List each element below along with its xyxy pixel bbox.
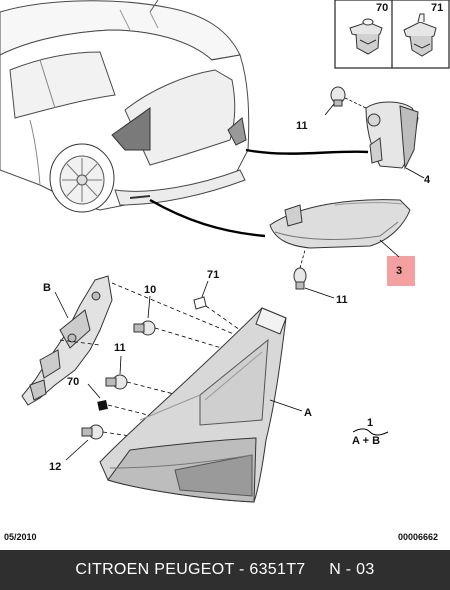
legend-top: 1 xyxy=(367,417,373,429)
label-71: 71 xyxy=(207,269,219,281)
label-12: 12 xyxy=(49,461,61,473)
car-illustration xyxy=(0,0,250,213)
leader-a xyxy=(269,399,303,412)
leader-4 xyxy=(405,167,425,179)
leader-70 xyxy=(87,383,101,399)
doc-number: 00006662 xyxy=(398,532,438,542)
leader-11-upper-dash xyxy=(344,97,367,109)
leader-71 xyxy=(201,280,209,298)
lamp-part-3 xyxy=(269,199,411,249)
leader-car-to-4 xyxy=(245,148,369,155)
label-70: 70 xyxy=(67,376,79,388)
inset-label-70: 70 xyxy=(376,2,388,14)
label-b: B xyxy=(43,282,51,294)
leader-b xyxy=(54,291,69,319)
bulb-10-icon xyxy=(133,320,156,336)
bulb-11-left-icon xyxy=(105,374,128,390)
leader-11-upper xyxy=(324,103,335,116)
leader-3 xyxy=(379,239,400,258)
highlight-3 xyxy=(387,256,415,286)
leader-12 xyxy=(65,439,89,461)
leader-10 xyxy=(147,295,151,319)
label-11-left: 11 xyxy=(114,342,126,354)
lamp-part-4 xyxy=(365,101,419,170)
leader-11-left xyxy=(119,355,122,375)
bulb-11-upper-icon xyxy=(330,86,346,107)
bulb-11-lower-icon xyxy=(293,267,307,290)
clip-71-icon xyxy=(403,13,437,57)
label-3: 3 xyxy=(396,265,402,277)
bulb-12-icon xyxy=(81,424,104,440)
footer-bar: CITROEN PEUGEOT - 6351T7 N - 03 xyxy=(0,550,450,590)
clip-70-icon xyxy=(349,18,383,55)
footer-text: CITROEN PEUGEOT - 6351T7 N - 03 xyxy=(75,561,375,578)
label-a: A xyxy=(304,407,312,419)
inset-label-71: 71 xyxy=(431,2,443,14)
leader-car-to-3 xyxy=(149,198,266,238)
label-11-upper: 11 xyxy=(296,120,308,132)
fastener-inset: 70 71 xyxy=(334,0,450,69)
leader-11-lower-dash xyxy=(299,249,306,269)
tail-lamp-part-a xyxy=(99,307,287,503)
date-label: 05/2010 xyxy=(4,532,37,542)
legend-brace xyxy=(352,428,389,436)
label-10: 10 xyxy=(144,284,156,296)
leader-11-lower xyxy=(304,287,335,299)
clip-70-small-icon xyxy=(97,400,108,411)
clip-71-small-icon xyxy=(193,296,207,310)
label-11-lower: 11 xyxy=(336,294,348,306)
label-4: 4 xyxy=(424,174,431,186)
legend-bottom: A + B xyxy=(352,435,380,447)
